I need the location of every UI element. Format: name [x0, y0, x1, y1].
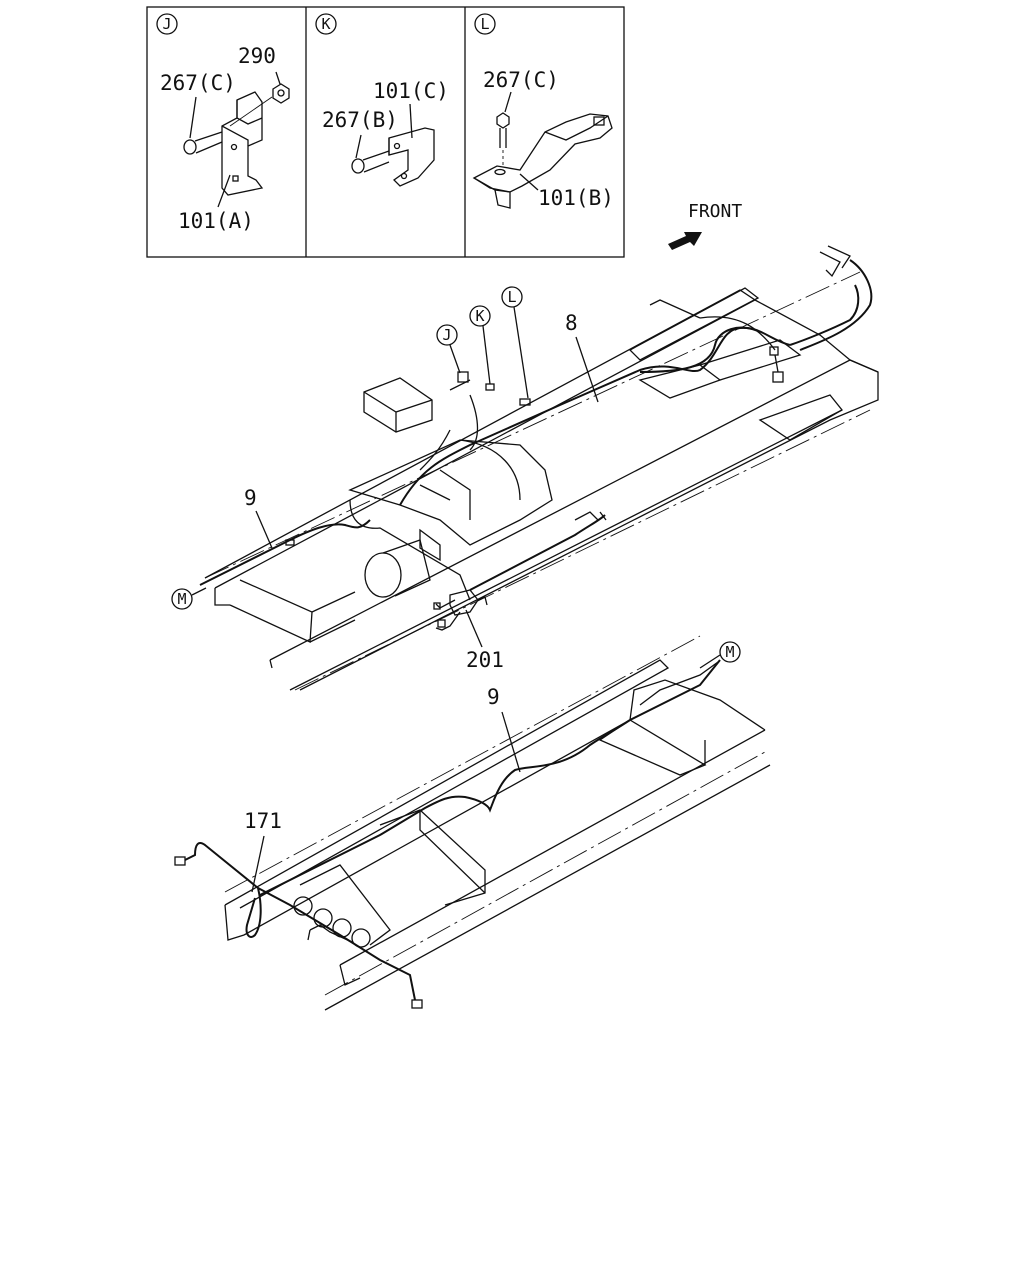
bracket-101c-drawing	[388, 127, 435, 187]
bolt-267c-l-drawing	[496, 91, 512, 168]
label-171: 171	[244, 809, 282, 833]
front-arrow-icon	[668, 232, 702, 250]
leader-line	[229, 96, 273, 127]
leader-line	[409, 103, 413, 139]
bracket-101a-drawing	[221, 91, 264, 196]
front-indicator: FRONT	[668, 201, 742, 250]
leader-line	[217, 174, 231, 208]
lower-callouts: M	[699, 641, 741, 669]
detail-k-letter: K	[321, 15, 330, 33]
harness-201	[433, 589, 488, 631]
label-101b: 101(B)	[538, 186, 614, 210]
detail-l-circle	[474, 13, 496, 35]
label-8: 8	[565, 311, 578, 335]
callout-m-lower: M	[725, 643, 734, 661]
callout-k: K	[475, 307, 484, 325]
label-267c-l: 267(C)	[483, 68, 559, 92]
label-101a: 101(A)	[178, 209, 254, 233]
harness-171	[174, 842, 423, 1009]
chassis-frame-lower	[224, 635, 771, 1011]
upper-callouts: J K L M	[171, 286, 529, 610]
bracket-101b-drawing	[472, 113, 613, 209]
label-101c: 101(C)	[373, 79, 449, 103]
label-201: 201	[466, 648, 504, 672]
harness-8-upper	[399, 245, 873, 506]
lower-chassis-view: M 9 171	[174, 635, 771, 1011]
bolt-267b-drawing	[351, 134, 390, 174]
leader-line	[519, 173, 539, 191]
upper-part-labels: 8 9 201	[244, 311, 599, 672]
detail-box-j: J 290 267(C) 101(A)	[156, 13, 290, 233]
label-9-upper: 9	[244, 486, 257, 510]
detail-l-letter: L	[480, 15, 489, 33]
detail-j-letter: J	[162, 15, 171, 33]
harness-9-upper	[199, 499, 607, 601]
detail-j-circle	[156, 13, 178, 35]
label-9-lower: 9	[487, 685, 500, 709]
harness-9-lower	[259, 659, 721, 896]
bolt-267c-j-drawing	[183, 96, 223, 155]
detail-box-k: K 101(C) 267(B)	[315, 13, 449, 187]
label-267b: 267(B)	[322, 108, 398, 132]
front-label: FRONT	[688, 201, 742, 222]
upper-chassis-view: J K L M 8 9 201	[171, 245, 879, 691]
label-267c-j: 267(C)	[160, 71, 236, 95]
detail-boxes	[146, 6, 625, 258]
label-290: 290	[238, 44, 276, 68]
chassis-frame-upper	[204, 271, 879, 691]
nut-290-drawing	[272, 71, 290, 104]
detail-box-l: L 267(C) 101(B)	[472, 13, 614, 210]
callout-l: L	[507, 288, 516, 306]
callout-j: J	[442, 326, 451, 344]
callout-m-upper: M	[177, 590, 186, 608]
lower-part-labels: 9 171	[244, 685, 521, 893]
detail-k-circle	[315, 13, 337, 35]
detail-frame	[146, 6, 625, 258]
